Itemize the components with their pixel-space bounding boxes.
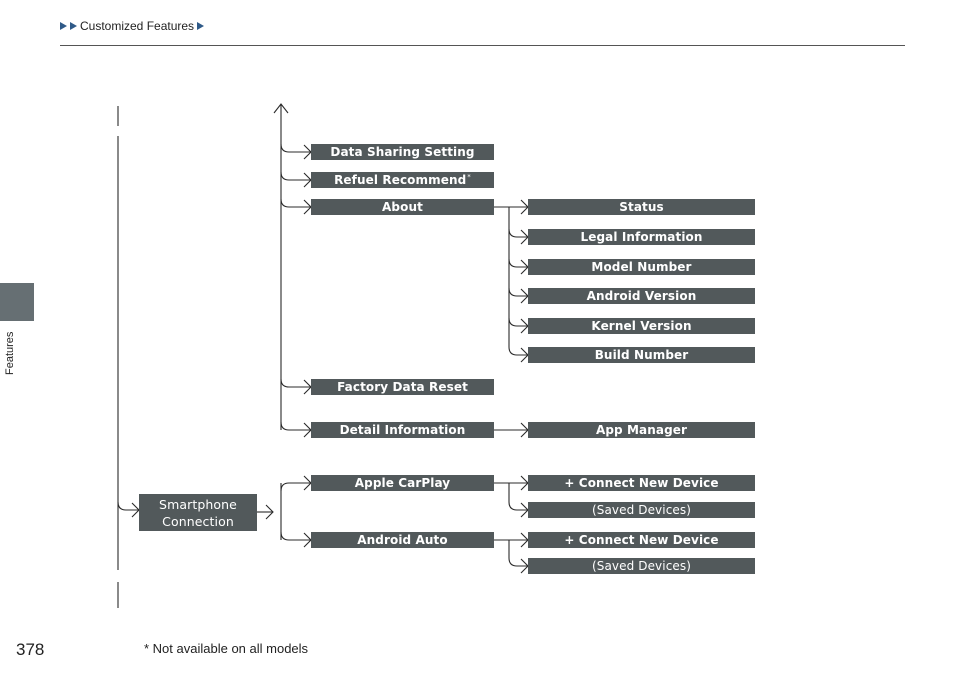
menu-model-number[interactable]: Model Number [528,259,755,275]
menu-build-number[interactable]: Build Number [528,347,755,363]
menu-refuel-recommend-label: Refuel Recommend [334,173,467,187]
menu-build-number-label: Build Number [594,348,689,362]
menu-status-label: Status [619,200,664,214]
menu-carplay-connect-new-device[interactable]: + Connect New Device [528,475,755,491]
menu-smartphone-connection[interactable]: Smartphone Connection [139,494,257,531]
menu-about-label: About [382,200,423,214]
breadcrumb-customized-features[interactable]: Customized Features [80,19,195,33]
menu-model-number-label: Model Number [591,260,692,274]
menu-data-sharing-setting[interactable]: Data Sharing Setting [311,144,494,160]
menu-kernel-version-label: Kernel Version [591,319,692,333]
menu-android-auto-connect-new-device[interactable]: + Connect New Device [528,532,755,548]
footnote-marker: * [467,173,471,181]
menu-smartphone-connection-line1: Smartphone [159,496,237,512]
breadcrumb-arrow-icon [70,22,77,30]
menu-carplay-saved-devices-label: (Saved Devices) [591,503,692,517]
menu-detail-information-label: Detail Information [339,423,466,437]
menu-detail-information[interactable]: Detail Information [311,422,494,438]
menu-android-version[interactable]: Android Version [528,288,755,304]
menu-factory-data-reset[interactable]: Factory Data Reset [311,379,494,395]
breadcrumb-arrow-icon [197,22,205,30]
menu-legal-information-label: Legal Information [580,230,703,244]
menu-android-auto-connect-new-device-label: + Connect New Device [564,533,719,547]
section-side-tab [0,283,34,321]
breadcrumb: Customized Features [60,19,205,33]
menu-about[interactable]: About [311,199,494,215]
menu-refuel-recommend[interactable]: Refuel Recommend* [311,172,494,188]
footnote: * Not available on all models [144,641,309,656]
menu-kernel-version[interactable]: Kernel Version [528,318,755,334]
menu-app-manager-label: App Manager [595,423,688,437]
menu-android-auto[interactable]: Android Auto [311,532,494,548]
menu-apple-carplay[interactable]: Apple CarPlay [311,475,494,491]
menu-android-auto-saved-devices-label: (Saved Devices) [591,559,692,573]
menu-status[interactable]: Status [528,199,755,215]
menu-carplay-connect-new-device-label: + Connect New Device [564,476,719,490]
page-number: 378 [16,640,45,659]
menu-android-auto-saved-devices[interactable]: (Saved Devices) [528,558,755,574]
menu-data-sharing-setting-label: Data Sharing Setting [330,145,475,159]
breadcrumb-arrow-icon [60,22,67,30]
menu-legal-information[interactable]: Legal Information [528,229,755,245]
header-rule [60,45,905,46]
menu-android-version-label: Android Version [586,289,697,303]
menu-app-manager[interactable]: App Manager [528,422,755,438]
menu-factory-data-reset-label: Factory Data Reset [337,380,468,394]
menu-android-auto-label: Android Auto [357,533,448,547]
menu-smartphone-connection-line2: Connection [162,513,234,529]
menu-carplay-saved-devices[interactable]: (Saved Devices) [528,502,755,518]
menu-apple-carplay-label: Apple CarPlay [354,476,451,490]
